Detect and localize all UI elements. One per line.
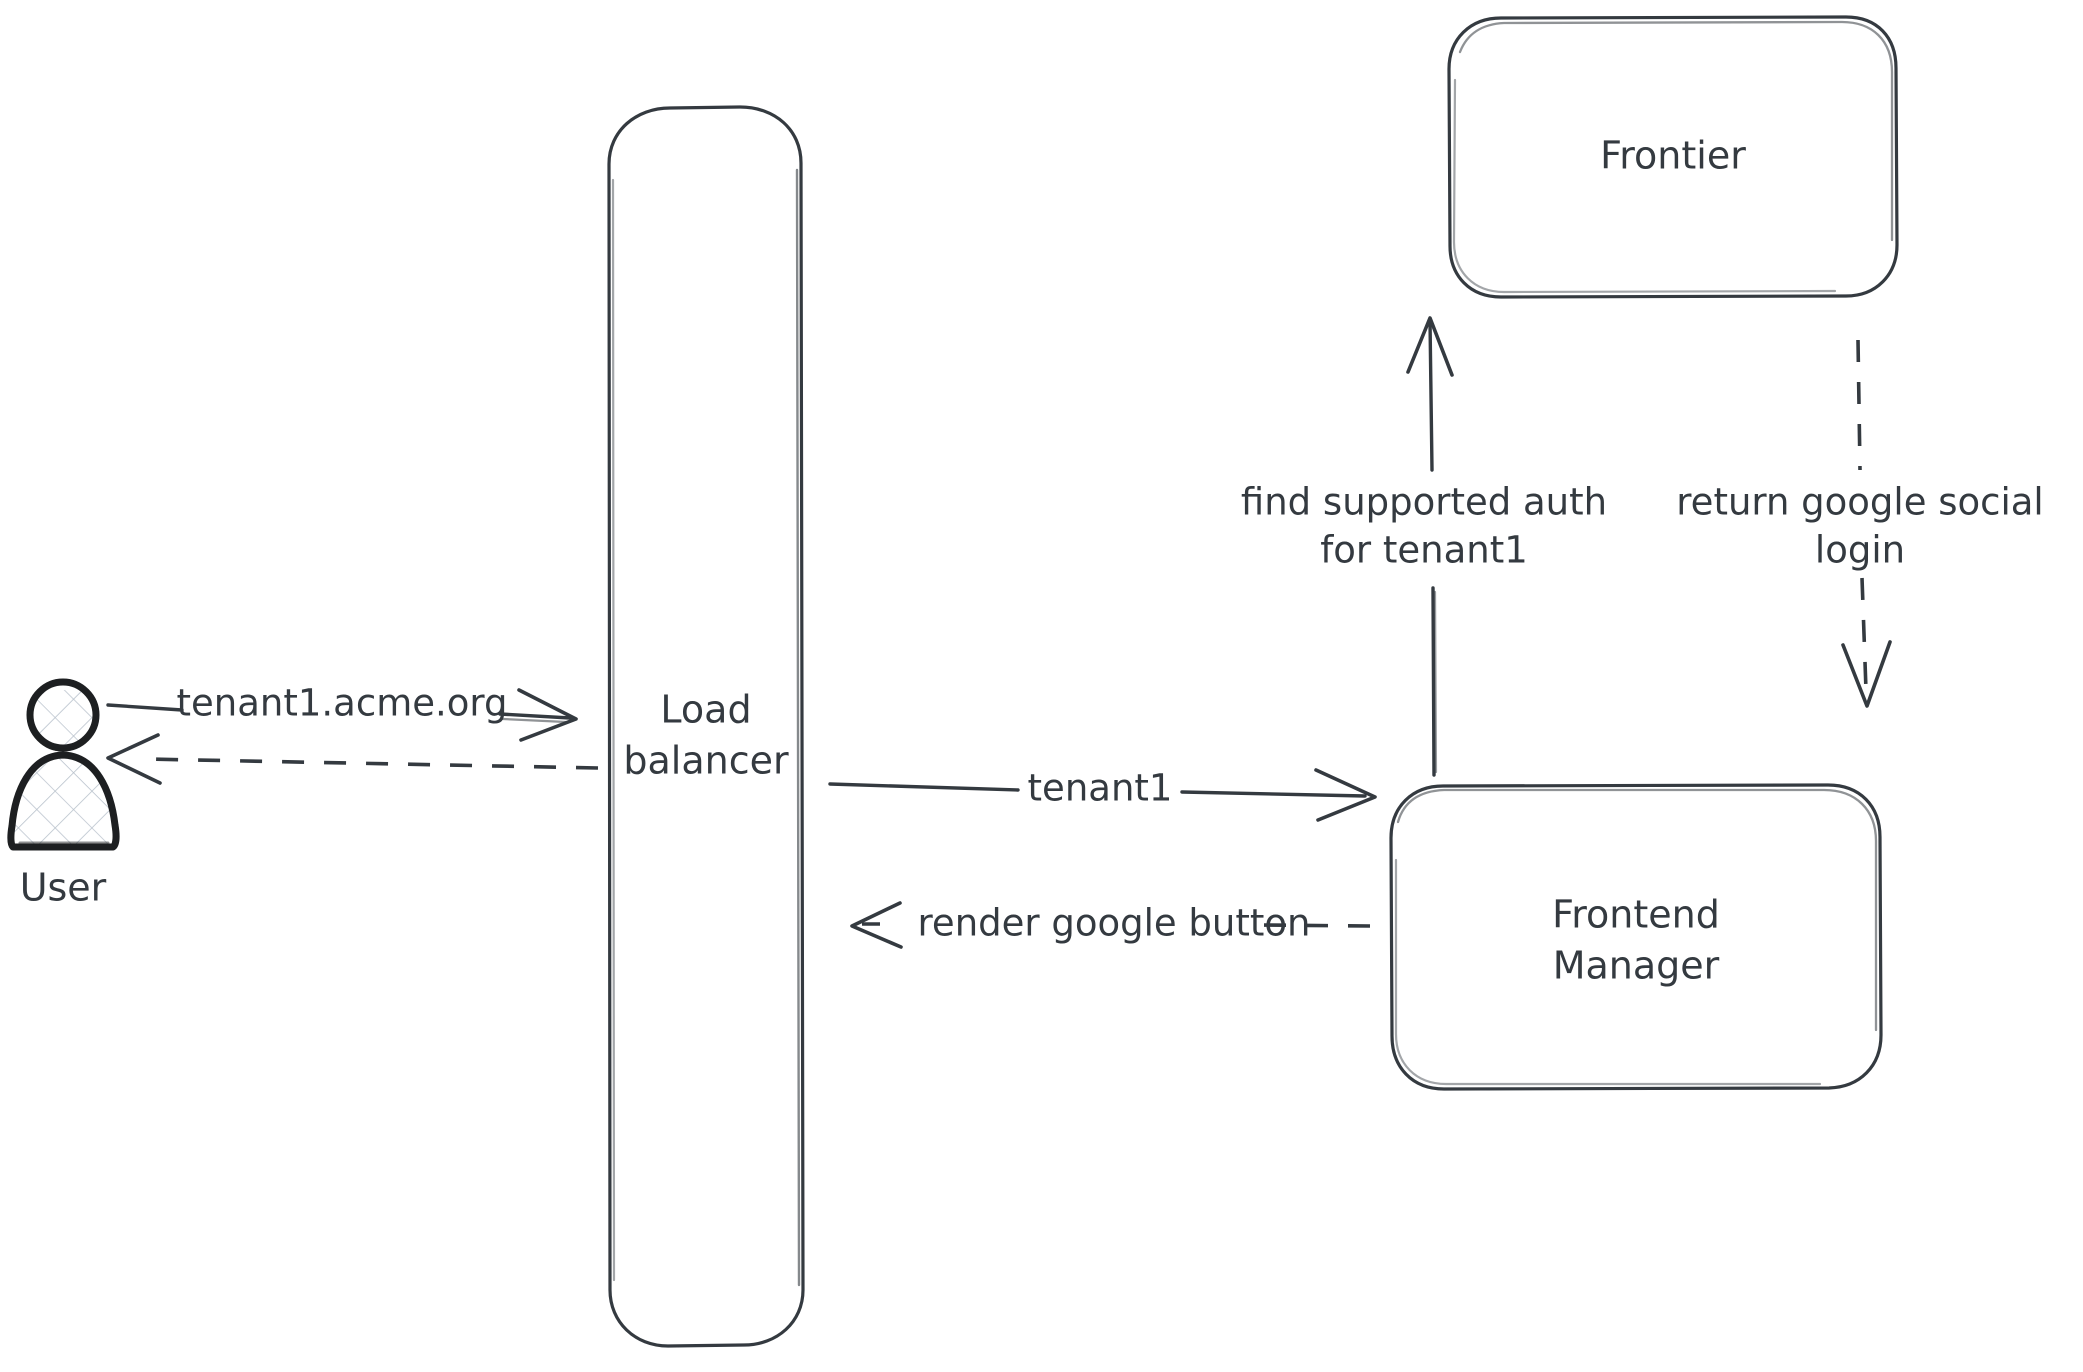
edge-frontier-to-frontend-manager: return google social login — [1676, 339, 2044, 708]
edge-label-find-supported-auth-line2: for tenant1 — [1320, 529, 1528, 572]
edge-label-find-supported-auth-line1: find supported auth — [1241, 481, 1607, 524]
edge-frontend-manager-to-frontier: find supported auth for tenant1 — [1241, 316, 1607, 777]
edge-label-tenant1: tenant1 — [1028, 767, 1173, 810]
node-label-frontend-manager-line1: Frontend — [1552, 893, 1720, 937]
node-label-load-balancer-line2: balancer — [623, 739, 789, 783]
edge-user-to-load-balancer: tenant1.acme.org — [106, 682, 578, 742]
edge-label-return-google-social-line1: return google social — [1676, 481, 2043, 524]
edge-load-balancer-to-frontend-manager: tenant1 — [828, 767, 1377, 822]
node-frontend-manager[interactable]: Frontend Manager — [1389, 783, 1883, 1091]
node-label-frontend-manager-line2: Manager — [1553, 944, 1720, 988]
actor-user: User — [7, 678, 120, 910]
node-frontier[interactable]: Frontier — [1447, 15, 1899, 299]
edge-load-balancer-to-user — [106, 733, 599, 785]
node-label-frontier: Frontier — [1600, 134, 1746, 178]
node-label-load-balancer-line1: Load — [660, 688, 751, 732]
edge-label-return-google-social-line2: login — [1815, 529, 1905, 572]
edge-label-tenant1-acme-org: tenant1.acme.org — [177, 682, 508, 725]
edge-frontend-manager-to-load-balancer: render google button — [850, 901, 1371, 949]
person-icon — [7, 678, 120, 851]
node-load-balancer[interactable]: Load balancer — [607, 105, 805, 1348]
actor-label-user: User — [20, 866, 107, 910]
edge-label-render-google-button: render google button — [918, 902, 1311, 945]
